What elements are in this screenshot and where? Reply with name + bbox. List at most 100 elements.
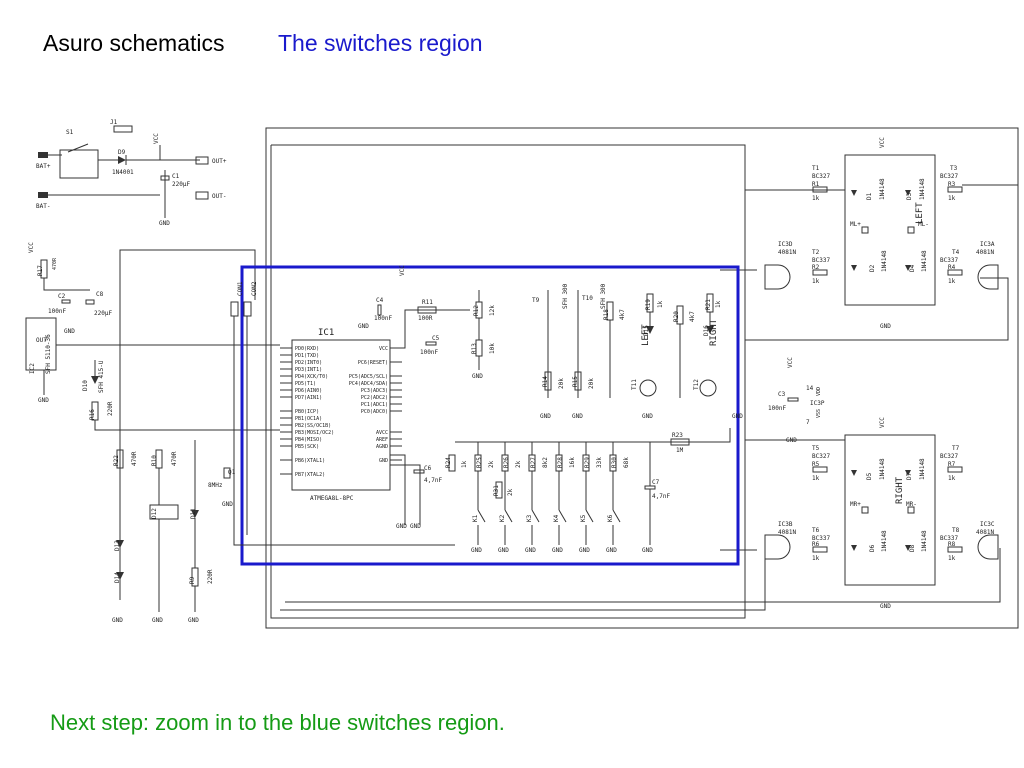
- ic3d-label: IC3D: [778, 241, 793, 248]
- ic1-pin-label: PD2(INT0): [295, 360, 322, 366]
- d6-label: D6: [869, 544, 876, 552]
- r12-label: R12: [473, 305, 480, 316]
- r9-label: R9: [189, 576, 196, 584]
- resistor-r31: [495, 481, 503, 499]
- gnd-label-10: GND: [396, 523, 407, 530]
- gnd-label-9: GND: [222, 501, 233, 508]
- key-switch: [558, 509, 567, 523]
- c4-value: 100nF: [374, 315, 392, 322]
- ic1-pin-label: PB6(XTAL1): [295, 458, 325, 464]
- key-switch: [531, 509, 540, 523]
- d16-label: D16: [703, 325, 710, 336]
- ic1-pin-label: PC5(ADC5/SCL): [349, 374, 388, 380]
- t5-type: BC327: [812, 453, 830, 460]
- ic3p-vss: VSS: [816, 409, 822, 418]
- r8-label: R8: [948, 541, 956, 548]
- h-bridge-right: [844, 434, 936, 586]
- con2-connector: [243, 301, 252, 317]
- d9-label: D9: [118, 149, 126, 156]
- ic1-pin-label: PC3(ADC3): [361, 388, 388, 394]
- t4-label: T4: [952, 249, 960, 256]
- gnd-label-7: GND: [358, 323, 369, 330]
- r5-value: 1k: [812, 475, 820, 482]
- ladder-gnd-label: GND: [579, 547, 590, 554]
- diode-d13: [116, 540, 124, 548]
- t10-type: SFH 300: [600, 283, 607, 309]
- t9-type: SFH 300: [562, 283, 569, 309]
- r23-value: 1M: [676, 447, 684, 454]
- r3-value: 1k: [948, 195, 956, 202]
- ladder-resistor-label: R29: [584, 457, 591, 468]
- resistor-r4: [947, 269, 963, 276]
- power-supply: BAT+ BAT- S1 D9 1N4001 J1 VCC C1 220µF G…: [36, 119, 227, 227]
- resistor-r24: [448, 454, 456, 472]
- r21-label: R21: [705, 299, 712, 310]
- gnd-label-12: GND: [540, 413, 551, 420]
- r8-value: 1k: [948, 555, 956, 562]
- t12-label: T12: [693, 379, 700, 390]
- c4-label: C4: [376, 297, 384, 304]
- key-switch: [477, 509, 486, 523]
- d7-label: D7: [906, 472, 913, 480]
- d10-label: D10: [82, 380, 89, 391]
- ic1-pin-label: PC2(ADC2): [361, 395, 388, 401]
- resistor-r5: [812, 466, 828, 473]
- gnd-label-19: GND: [786, 437, 797, 444]
- out-plus-terminal: [195, 156, 209, 165]
- t1-type: BC327: [812, 173, 830, 180]
- resistor-r8: [947, 546, 963, 553]
- c6-label: C6: [424, 465, 432, 472]
- gate-ic3b: [764, 534, 791, 560]
- r17-value: 470R: [52, 257, 58, 270]
- t8-label: T8: [952, 527, 960, 534]
- d3-type: 1N4148: [919, 178, 926, 200]
- diode-d6: [851, 545, 857, 551]
- c1-value: 220µF: [172, 181, 190, 188]
- t1-label: T1: [812, 165, 820, 172]
- ic2-receiver: [25, 317, 57, 371]
- r6-value: 1k: [812, 555, 820, 562]
- r20-value: 4k7: [689, 311, 696, 322]
- ic1-pin-label: PD7(AIN1): [295, 395, 322, 401]
- r7-label: R7: [948, 461, 956, 468]
- ic1-pin-label: PC4(ADC4/SDA): [349, 381, 388, 387]
- switches-region-highlight: [240, 265, 740, 566]
- c6-value: 4,7nF: [424, 477, 442, 484]
- c2-label: C2: [58, 293, 66, 300]
- r20-label: R20: [673, 311, 680, 322]
- gate-ic3a: [977, 264, 999, 290]
- d14-label: D14: [114, 572, 121, 583]
- t7-type: BC327: [940, 453, 958, 460]
- gnd-label-3: GND: [38, 397, 49, 404]
- ml-plus-label: ML+: [850, 221, 861, 228]
- ml-minus-label: ML-: [918, 221, 929, 228]
- r5-label: R5: [812, 461, 820, 468]
- ic1-pin-label: PC0(ADC0): [361, 409, 388, 415]
- r4-value: 1k: [948, 278, 956, 285]
- con1-connector: [230, 301, 239, 317]
- r15-label: R15: [572, 376, 579, 387]
- ml-minus-terminal: [907, 226, 915, 234]
- d13-label: D13: [114, 540, 121, 551]
- ic1-pin-label: PD4(XCK/T0): [295, 374, 328, 380]
- r14-value: 20k: [558, 378, 565, 389]
- resistor-r6: [812, 546, 828, 553]
- r21-value: 1k: [715, 300, 722, 308]
- vcc-label-6: VCC: [787, 357, 794, 368]
- r31-label: R31: [493, 485, 500, 496]
- d1-label: D1: [866, 192, 873, 200]
- vcc-label-2: VCC: [28, 242, 35, 253]
- diode-d10: [91, 376, 99, 384]
- diode-d12: [149, 504, 179, 520]
- ic3-power: VCC C3 100nF 14 VDD IC3P VSS 7 GND: [768, 357, 825, 444]
- ic1-pin-label: PB4(MISO): [295, 437, 322, 443]
- ic1-pin-label: PD1(TXD): [295, 353, 319, 359]
- c2-value: 100nF: [48, 308, 66, 315]
- r3-label: R3: [948, 181, 956, 188]
- ic1-pin-label: PB5(SCK): [295, 444, 319, 450]
- t6-type: BC337: [812, 535, 830, 542]
- ic1-pin-label: GND: [379, 458, 388, 464]
- diode-d15: [646, 326, 654, 334]
- r14-label: R14: [542, 376, 549, 387]
